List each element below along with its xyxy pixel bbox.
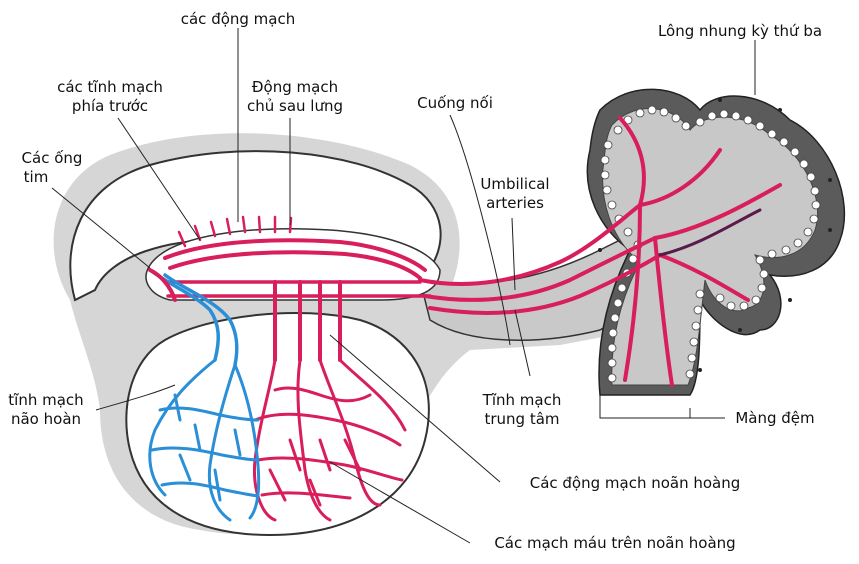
label-cac-tinh-mach-line2: phía trước [72, 97, 148, 115]
label-cac-dong-mach: các động mạch [181, 10, 296, 28]
label-dong-mach-noan-hoang: Các động mạch noãn hoàng [530, 474, 741, 492]
yolk-sac [126, 313, 429, 535]
label-tinh-mach-trung-tam-line2: trung tâm [484, 410, 559, 428]
label-dong-mach-chu-line1: Động mạch [252, 78, 338, 96]
label-cac-ong-tim-line2: tim [24, 168, 49, 186]
label-tinh-mach-trung-tam-line1: Tĩnh mạch [482, 391, 562, 409]
label-umbilical-line1: Umbilical [480, 175, 549, 193]
label-dong-mach-chu-line2: chủ sau lưng [247, 97, 343, 115]
label-tinh-mach-nao-hoan-line2: não hoàn [11, 410, 81, 428]
label-mach-mau-noan-hoang: Các mạch máu trên noãn hoàng [494, 534, 735, 552]
label-tinh-mach-nao-hoan-line1: tĩnh mạch [8, 391, 83, 409]
label-cac-tinh-mach-line1: các tĩnh mạch [57, 78, 163, 96]
label-mang-dem: Màng đệm [735, 409, 814, 427]
label-cuong-noi: Cuống nối [417, 94, 493, 112]
label-cac-ong-tim-line1: Các ống [22, 149, 83, 167]
label-long-nhung: Lông nhung kỳ thứ ba [658, 22, 822, 40]
label-umbilical-line2: arteries [486, 194, 544, 212]
